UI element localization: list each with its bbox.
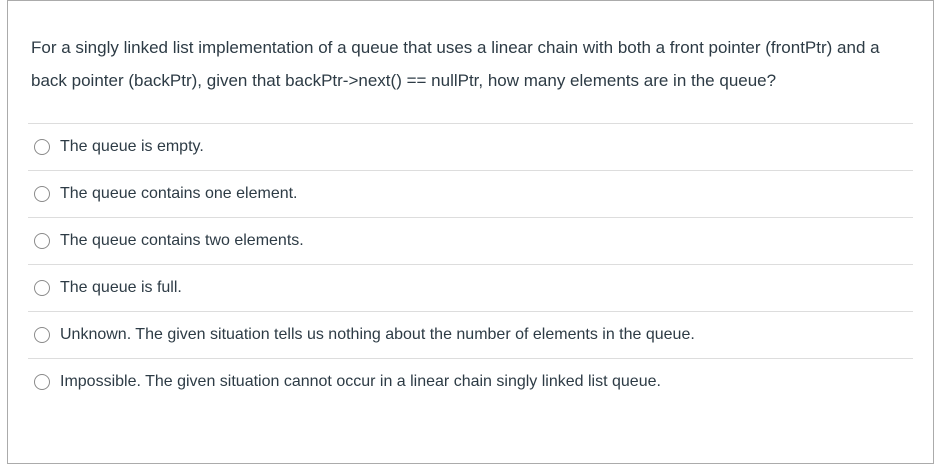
radio-button-icon[interactable] [34,186,50,202]
question-box: For a singly linked list implementation … [7,0,934,464]
radio-button-icon[interactable] [34,327,50,343]
answer-options-list: The queue is empty. The queue contains o… [28,123,913,405]
answer-option-label: The queue contains one element. [60,185,298,202]
answer-option-4[interactable]: The queue is full. [28,264,913,311]
radio-button-icon[interactable] [34,374,50,390]
answer-option-label: The queue contains two elements. [60,232,304,249]
answer-option-6[interactable]: Impossible. The given situation cannot o… [28,358,913,405]
answer-option-label: Unknown. The given situation tells us no… [60,326,695,343]
answer-option-5[interactable]: Unknown. The given situation tells us no… [28,311,913,358]
question-content: For a singly linked list implementation … [8,31,933,405]
answer-option-label: Impossible. The given situation cannot o… [60,373,661,390]
answer-option-label: The queue is full. [60,279,182,296]
answer-option-2[interactable]: The queue contains one element. [28,170,913,217]
answer-option-1[interactable]: The queue is empty. [28,123,913,170]
answer-option-3[interactable]: The queue contains two elements. [28,217,913,264]
radio-button-icon[interactable] [34,280,50,296]
radio-button-icon[interactable] [34,233,50,249]
answer-option-label: The queue is empty. [60,138,204,155]
radio-button-icon[interactable] [34,139,50,155]
question-text: For a singly linked list implementation … [31,38,880,90]
